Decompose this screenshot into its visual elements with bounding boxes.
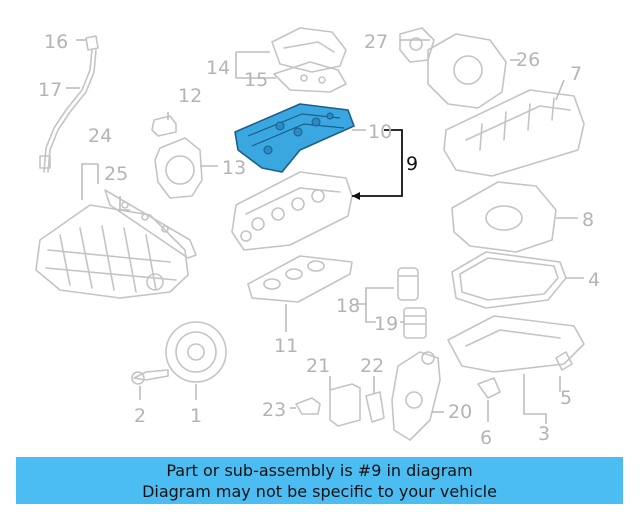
info-banner: Part or sub-assembly is #9 in diagram Di… bbox=[16, 457, 623, 504]
upper-covers bbox=[271, 27, 347, 93]
callout-19: 19 bbox=[374, 313, 398, 335]
callout-11: 11 bbox=[274, 335, 298, 357]
callout-4: 4 bbox=[588, 269, 600, 291]
callout-22: 22 bbox=[360, 355, 384, 377]
leader-lines-part-9 bbox=[352, 129, 403, 200]
head-gasket bbox=[247, 255, 353, 303]
callout-6: 6 bbox=[480, 427, 492, 449]
oil-filters bbox=[397, 267, 427, 339]
engine-block bbox=[443, 89, 585, 177]
oil-pump-parts bbox=[295, 351, 441, 441]
crank-pulley bbox=[131, 321, 227, 385]
callout-5: 5 bbox=[560, 387, 572, 409]
callout-8: 8 bbox=[582, 209, 594, 231]
parts-diagram: 16 17 24 25 12 13 14 15 10 9 27 26 7 8 4… bbox=[35, 27, 600, 449]
callout-numbers: 16 17 24 25 12 13 14 15 10 9 27 26 7 8 4… bbox=[38, 31, 600, 449]
callout-10: 10 bbox=[368, 121, 392, 143]
timing-cover-parts bbox=[151, 115, 203, 199]
oil-pan bbox=[447, 315, 585, 399]
banner-line-2: Diagram may not be specific to your vehi… bbox=[142, 482, 497, 501]
valve-cover-highlighted bbox=[234, 103, 355, 173]
callout-1: 1 bbox=[190, 405, 202, 427]
callout-13: 13 bbox=[222, 157, 246, 179]
dipstick-assembly bbox=[39, 35, 99, 173]
callout-20: 20 bbox=[448, 401, 472, 423]
callout-21: 21 bbox=[306, 355, 330, 377]
callout-2: 2 bbox=[134, 405, 146, 427]
callout-14: 14 bbox=[206, 57, 230, 79]
callout-3: 3 bbox=[538, 423, 550, 445]
callout-7: 7 bbox=[570, 63, 582, 85]
callout-24: 24 bbox=[88, 125, 112, 147]
callout-16: 16 bbox=[44, 31, 68, 53]
callout-17: 17 bbox=[38, 79, 62, 101]
callout-25: 25 bbox=[104, 163, 128, 185]
pump-housing bbox=[399, 27, 507, 109]
callout-9: 9 bbox=[406, 153, 418, 175]
callout-26: 26 bbox=[516, 49, 540, 71]
callout-18: 18 bbox=[336, 295, 360, 317]
banner-line-1: Part or sub-assembly is #9 in diagram bbox=[166, 461, 473, 480]
oil-pan-gasket bbox=[451, 251, 567, 309]
timing-cover bbox=[451, 181, 557, 253]
callout-23: 23 bbox=[262, 399, 286, 421]
cylinder-head bbox=[231, 171, 353, 251]
callout-15: 15 bbox=[244, 69, 268, 91]
intake-manifold bbox=[35, 189, 197, 299]
leader-lines bbox=[66, 39, 584, 424]
callout-27: 27 bbox=[364, 31, 388, 53]
callout-12: 12 bbox=[178, 85, 202, 107]
